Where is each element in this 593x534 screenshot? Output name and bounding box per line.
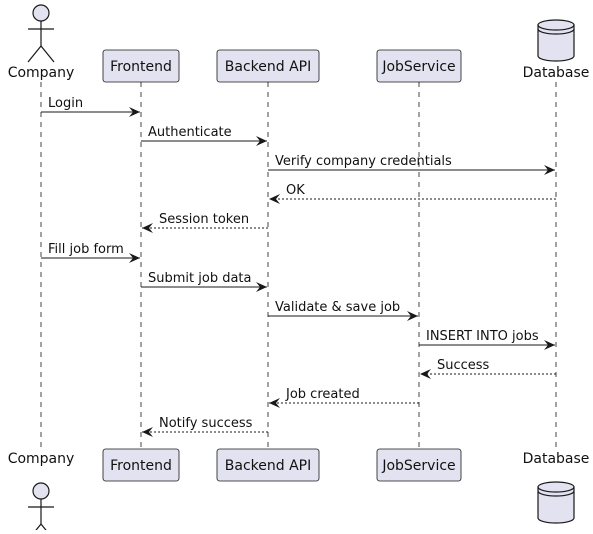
participant-frontend-bottom: Frontend <box>102 448 180 482</box>
message-label: Submit job data <box>148 271 251 286</box>
database-rim <box>537 24 575 31</box>
database-cylinder-icon <box>537 19 575 62</box>
participant-label: Company <box>8 65 75 81</box>
message-6: Fill job form <box>41 242 140 263</box>
participant-box <box>216 448 320 482</box>
message-label: Success <box>437 358 490 373</box>
database-database-top: Database <box>523 19 590 81</box>
actor-left-leg <box>27 45 42 63</box>
database-rim <box>537 28 575 35</box>
participant-box <box>216 49 320 83</box>
participant-label: Company <box>8 451 75 467</box>
message-label: Verify company credentials <box>275 154 452 169</box>
participant-label: Frontend <box>110 458 172 474</box>
message-label: Authenticate <box>148 125 232 140</box>
message-label: INSERT INTO jobs <box>426 329 539 344</box>
message-12: Notify success <box>142 416 268 437</box>
message-5: Session token <box>142 212 268 233</box>
participant-jobservice-bottom: JobService <box>376 448 462 482</box>
message-8: Validate & save job <box>268 300 418 321</box>
message-10: Success <box>420 358 556 379</box>
actor-company-bottom: Company <box>8 451 75 534</box>
message-11: Job created <box>269 387 419 408</box>
participant-label: JobService <box>381 458 455 474</box>
message-1: Login <box>41 96 140 117</box>
message-label: Fill job form <box>48 242 124 257</box>
participant-label: JobService <box>381 59 455 75</box>
actor-right-leg <box>40 523 50 534</box>
participant-frontend-top: Frontend <box>102 49 180 83</box>
participant-label: Backend API <box>225 59 311 75</box>
participant-box <box>376 49 462 83</box>
message-label: Validate & save job <box>275 300 400 315</box>
database-rim <box>537 490 575 497</box>
database-database-bottom: Database <box>523 451 590 524</box>
participant-label: Database <box>523 65 590 81</box>
actor-head-icon <box>32 4 50 22</box>
message-2: Authenticate <box>141 125 267 146</box>
message-label: Session token <box>159 212 249 227</box>
database-rim <box>537 486 575 493</box>
database-cylinder-icon <box>537 481 575 524</box>
actor-right-leg <box>40 45 55 63</box>
participant-jobservice-top: JobService <box>376 49 462 83</box>
message-7: Submit job data <box>141 271 267 292</box>
participant-box <box>376 448 462 482</box>
message-9: INSERT INTO jobs <box>419 329 555 350</box>
participant-backend-bottom: Backend API <box>216 448 320 482</box>
message-3: Verify company credentials <box>268 154 555 175</box>
participant-label: Database <box>523 451 590 467</box>
actor-company-top: Company <box>8 4 75 81</box>
actor-head-icon <box>32 482 50 500</box>
participant-backend-top: Backend API <box>216 49 320 83</box>
message-label: OK <box>286 183 305 198</box>
participant-box <box>102 49 180 83</box>
message-label: Login <box>48 96 83 111</box>
message-label: Notify success <box>159 416 253 431</box>
actor-left-leg <box>32 523 42 534</box>
participant-label: Frontend <box>110 59 172 75</box>
participant-box <box>102 448 180 482</box>
participant-label: Backend API <box>225 458 311 474</box>
message-label: Job created <box>285 387 360 402</box>
message-4: OK <box>269 183 556 204</box>
